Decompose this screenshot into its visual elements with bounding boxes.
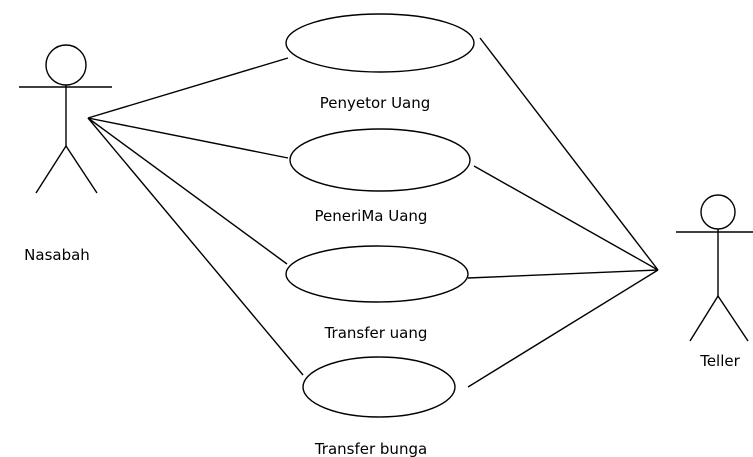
- actor-nasabah: [19, 44, 112, 194]
- actor-teller-head: [700, 194, 736, 230]
- association-nasabah-transfer-uang: [87, 117, 288, 265]
- actor-nasabah-right-leg: [65, 145, 98, 194]
- actor-label-nasabah: Nasabah: [24, 246, 90, 264]
- association-nasabah-penyetor-uang: [87, 57, 289, 119]
- actor-teller-right-leg: [717, 295, 749, 342]
- use-case-transfer-uang: [285, 245, 469, 303]
- use-case-label-transfer-uang: Transfer uang: [324, 324, 428, 342]
- use-case-transfer-bunga: [302, 356, 456, 418]
- actor-teller-left-leg: [689, 295, 719, 342]
- association-nasabah-transfer-bunga: [87, 117, 304, 376]
- associations: [87, 37, 659, 388]
- actor-nasabah-left-leg: [35, 145, 67, 194]
- association-nasabah-penerima-uang: [87, 117, 289, 159]
- use-case-penerima-uang: [289, 128, 471, 192]
- actor-teller: [676, 194, 753, 342]
- association-teller-penyetor-uang: [479, 37, 659, 271]
- association-teller-transfer-bunga: [467, 269, 659, 388]
- use-case-label-penerima-uang: PeneriMa Uang: [315, 207, 428, 225]
- use-case-labels: Penyetor Uang PeneriMa Uang Transfer uan…: [314, 94, 430, 457]
- use-case-penyetor-uang: [285, 13, 475, 73]
- use-cases: [285, 13, 475, 418]
- association-teller-transfer-uang: [467, 269, 659, 279]
- actor-label-teller: Teller: [699, 352, 740, 370]
- association-teller-penerima-uang: [473, 165, 659, 271]
- actor-nasabah-head: [45, 44, 87, 86]
- use-case-label-transfer-bunga: Transfer bunga: [314, 440, 427, 457]
- use-case-label-penyetor-uang: Penyetor Uang: [320, 94, 431, 112]
